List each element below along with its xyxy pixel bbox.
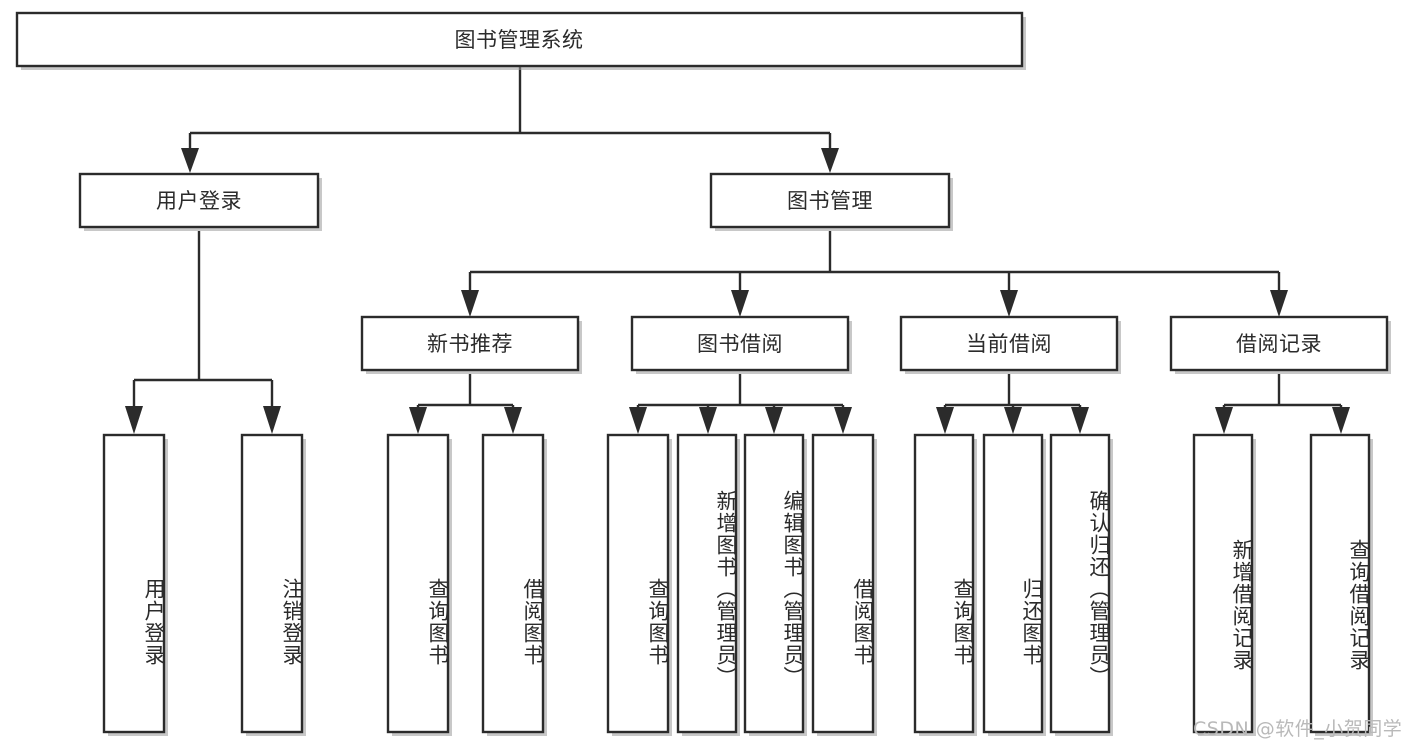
node-current-borrow[interactable]: 当前借阅 xyxy=(899,315,1121,374)
node-new-book-recommend-box xyxy=(360,315,580,372)
node-leaf-user-logout-box xyxy=(240,433,304,734)
arrowhead-leaf-edit-book xyxy=(765,407,783,434)
node-root-box xyxy=(15,11,1024,68)
arrowhead-current-borrow xyxy=(1000,290,1018,317)
node-user-login-box xyxy=(78,172,320,229)
arrowhead-leaf-query-book-2 xyxy=(629,407,647,434)
arrowhead-book-borrow xyxy=(731,290,749,317)
node-book-manage-box xyxy=(709,172,951,229)
node-root[interactable]: 图书管理系统 xyxy=(15,11,1026,70)
node-leaf-user-login[interactable] xyxy=(102,433,168,736)
node-leaf-return-book[interactable] xyxy=(982,433,1046,736)
node-leaf-confirm-return[interactable] xyxy=(1049,433,1113,736)
node-leaf-borrow-book-1-box xyxy=(481,433,545,734)
arrowhead-leaf-user-logout xyxy=(263,406,281,434)
arrowhead-leaf-add-book xyxy=(699,407,717,434)
node-leaf-add-book-box xyxy=(676,433,738,734)
arrowhead-new-book-recommend xyxy=(461,290,479,317)
arrowhead-book-manage xyxy=(821,148,839,173)
node-leaf-edit-book[interactable] xyxy=(743,433,807,736)
arrowhead-leaf-confirm-return xyxy=(1071,407,1089,434)
arrowhead-leaf-query-book-3 xyxy=(936,407,954,434)
arrowhead-leaf-user-login xyxy=(125,406,143,434)
node-leaf-confirm-return-box xyxy=(1049,433,1111,734)
node-leaf-query-book-2[interactable] xyxy=(606,433,672,736)
arrowhead-leaf-query-book-1 xyxy=(409,407,427,434)
node-current-borrow-box xyxy=(899,315,1119,372)
node-leaf-user-login-box xyxy=(102,433,166,734)
node-leaf-edit-book-box xyxy=(743,433,805,734)
node-current-borrow-label: 当前借阅 xyxy=(966,332,1052,356)
node-user-login[interactable]: 用户登录 xyxy=(78,172,322,231)
node-new-book-recommend[interactable]: 新书推荐 xyxy=(360,315,582,374)
node-new-book-recommend-label: 新书推荐 xyxy=(427,332,513,356)
watermark-text: CSDN @软件_小贺同学 xyxy=(1193,718,1403,740)
node-book-borrow-box xyxy=(630,315,850,372)
node-borrow-record[interactable]: 借阅记录 xyxy=(1169,315,1391,374)
node-leaf-user-logout[interactable] xyxy=(240,433,306,736)
node-book-borrow[interactable]: 图书借阅 xyxy=(630,315,852,374)
node-borrow-record-box xyxy=(1169,315,1389,372)
arrowhead-user-login xyxy=(181,148,199,173)
node-leaf-query-book-3[interactable] xyxy=(913,433,977,736)
arrowhead-leaf-borrow-book-1 xyxy=(504,407,522,434)
node-borrow-record-label: 借阅记录 xyxy=(1236,332,1322,356)
node-leaf-query-book-1-box xyxy=(386,433,450,734)
arrowhead-leaf-add-record xyxy=(1215,407,1233,434)
node-user-login-label: 用户登录 xyxy=(156,189,242,213)
node-leaf-query-record-box xyxy=(1309,433,1371,734)
node-leaf-query-book-2-box xyxy=(606,433,670,734)
node-leaf-return-book-box xyxy=(982,433,1044,734)
arrowhead-leaf-query-record xyxy=(1332,407,1350,434)
node-leaf-query-book-1[interactable] xyxy=(386,433,452,736)
node-leaf-borrow-book-2-box xyxy=(811,433,875,734)
arrowhead-borrow-record xyxy=(1270,290,1288,317)
node-leaf-add-record-box xyxy=(1192,433,1254,734)
connector-layer xyxy=(125,66,1350,434)
node-book-borrow-label: 图书借阅 xyxy=(697,332,783,356)
node-leaf-add-book[interactable] xyxy=(676,433,740,736)
node-leaf-query-record[interactable] xyxy=(1309,433,1373,736)
node-book-manage[interactable]: 图书管理 xyxy=(709,172,953,231)
node-leaf-borrow-book-2[interactable] xyxy=(811,433,877,736)
node-leaf-add-record[interactable] xyxy=(1192,433,1256,736)
node-root-label: 图书管理系统 xyxy=(455,28,584,52)
arrowhead-leaf-borrow-book-2 xyxy=(834,407,852,434)
node-book-manage-label: 图书管理 xyxy=(787,189,873,213)
node-leaf-borrow-book-1[interactable] xyxy=(481,433,547,736)
arrowhead-leaf-return-book xyxy=(1004,407,1022,434)
node-leaf-query-book-3-box xyxy=(913,433,975,734)
